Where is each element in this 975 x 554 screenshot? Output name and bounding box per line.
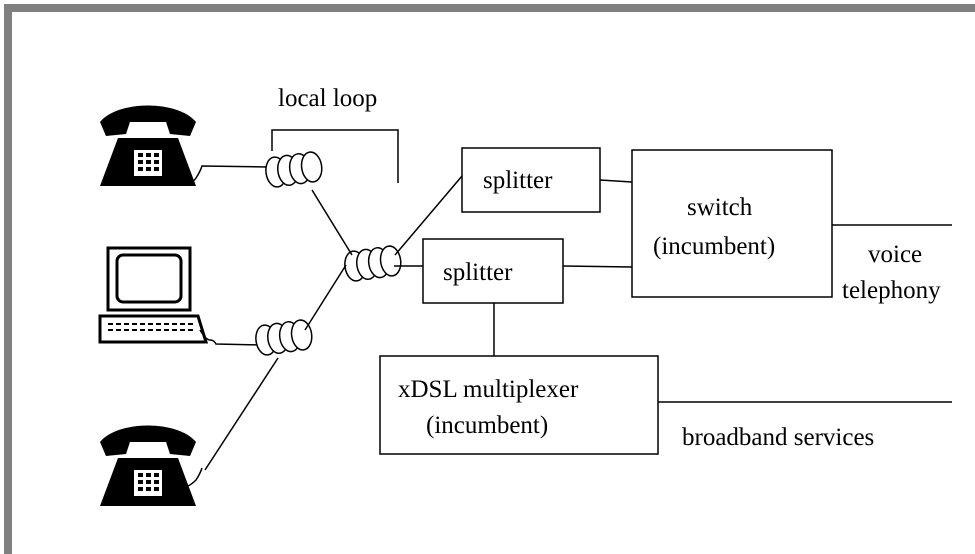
- switch-sublabel: (incumbent): [653, 233, 775, 260]
- phone-cord: [179, 165, 269, 183]
- cable-coil-icon: [263, 149, 325, 189]
- computer-cord: [199, 329, 264, 346]
- splitter-bottom-box: [422, 238, 564, 304]
- phone-cord: [179, 467, 203, 489]
- voice-label: voice: [868, 241, 922, 268]
- xdsl-label: xDSL multiplexer: [398, 376, 579, 403]
- telephony-label: telephony: [842, 277, 941, 304]
- connector-line: [562, 265, 633, 268]
- switch-box: [631, 149, 833, 298]
- local-loop-bracket: [271, 129, 399, 183]
- splitter-bottom-label: splitter: [443, 259, 513, 286]
- switch-label: switch: [687, 194, 753, 221]
- cable-line: [204, 357, 279, 471]
- splitter-top-label: splitter: [483, 167, 553, 194]
- local-loop-label: local loop: [278, 85, 377, 112]
- broadband-label: broadband services: [682, 424, 874, 451]
- xdsl-sublabel: (incumbent): [426, 412, 548, 439]
- connector-line: [599, 179, 633, 183]
- cable-coil-icon: [253, 317, 315, 357]
- telephone-icon: [100, 105, 196, 186]
- xdsl-multiplexer-box: [379, 355, 659, 455]
- computer-icon: [98, 246, 209, 344]
- cable-line: [394, 175, 463, 256]
- slide-frame: [4, 4, 975, 554]
- cable-coil-icon: [342, 243, 404, 283]
- cable-line: [311, 189, 353, 256]
- cable-line: [304, 264, 347, 331]
- telephone-icon: [100, 425, 196, 506]
